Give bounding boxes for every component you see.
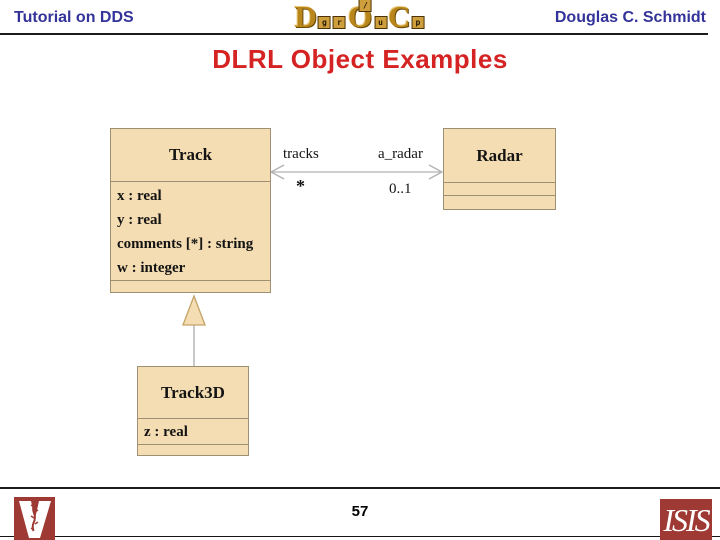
logo-letter-r: r: [332, 15, 346, 29]
logo-letter-g: g: [317, 15, 331, 29]
svg-text:ISIS: ISIS: [662, 502, 710, 538]
multiplicity-0-1: 0..1: [389, 181, 412, 197]
class-name: Track: [168, 145, 213, 165]
header-author: Douglas C. Schmidt: [554, 9, 706, 26]
class-operations-empty: [138, 444, 248, 455]
attribute: x : real: [117, 188, 162, 205]
class-operations-empty: [444, 195, 555, 209]
footer-divider: [0, 487, 720, 489]
class-attributes: x : real y : real comments [*] : string …: [111, 181, 270, 280]
header-divider: [0, 33, 708, 35]
header-course-title: Tutorial on DDS: [14, 9, 134, 26]
association-arrowhead-right: [428, 164, 444, 180]
attribute: y : real: [117, 212, 162, 229]
logo-letter-u: u: [374, 15, 388, 29]
generalization-triangle-icon: [182, 294, 206, 326]
logo-letter-c: C: [388, 0, 411, 34]
association-arrowhead-left: [269, 164, 285, 180]
class-operations-empty: [111, 280, 270, 292]
vanderbilt-logo-icon: [14, 497, 55, 540]
class-attributes-empty: [444, 182, 555, 195]
multiplicity-star: *: [296, 176, 305, 196]
uml-class-radar: Radar: [443, 128, 556, 210]
association-role-tracks: tracks: [283, 146, 319, 162]
logo-letter-o-wrap: O /: [348, 0, 372, 32]
doc-group-logo: D g r O / u C p: [294, 0, 426, 34]
logo-letter-d: D: [294, 0, 317, 34]
class-name: Track3D: [161, 382, 225, 402]
logo-letter-p: p: [411, 15, 425, 29]
page-title: DLRL Object Examples: [212, 44, 508, 74]
association-role-a-radar: a_radar: [378, 146, 423, 162]
logo-clock-hand: /: [358, 0, 372, 12]
uml-class-track: Track x : real y : real comments [*] : s…: [110, 128, 271, 293]
attribute: w : integer: [117, 260, 186, 277]
class-name: Radar: [476, 145, 523, 165]
isis-logo-icon: ISIS: [660, 499, 712, 540]
bottom-edge-line: [0, 536, 720, 537]
page-number: 57: [351, 503, 369, 520]
attribute: z : real: [144, 424, 188, 440]
attribute: comments [*] : string: [117, 236, 254, 253]
uml-class-track3d: Track3D z : real: [137, 366, 249, 456]
class-attributes: z : real: [138, 418, 248, 444]
